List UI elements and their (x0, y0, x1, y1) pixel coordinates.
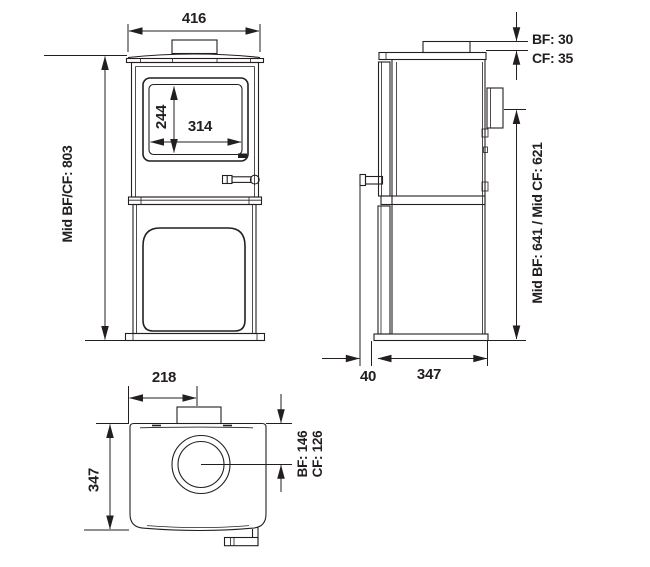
log-store-opening (142, 227, 246, 332)
front-height-label: Mid BF/CF: 803 (59, 145, 75, 242)
top-flue-circle (171, 434, 281, 495)
flue-centre-dimension: BF: 146 CF: 126 (266, 394, 325, 492)
side-door-handle (359, 173, 384, 187)
rear-fitting-marks (481, 128, 489, 192)
front-flue-collar (171, 39, 218, 55)
flue-height-dimension: BF: 30 CF: 35 (470, 12, 574, 80)
front-base-plinth (124, 332, 266, 342)
flue-offset-label: 218 (152, 369, 176, 386)
top-door-handle (223, 527, 259, 547)
glass-height-dimension: 244 (153, 86, 178, 153)
glass-width-dimension: 314 (150, 118, 242, 146)
front-width-dimension: 416 (127, 10, 261, 52)
side-base-plinth (373, 333, 489, 342)
side-top-plate (378, 51, 487, 61)
front-top-plate (125, 53, 265, 64)
side-flue-collar (422, 40, 471, 54)
glass-width-label: 314 (188, 118, 213, 135)
flue-offset-dimension: 218 (128, 369, 198, 424)
side-depth-label: 347 (417, 366, 441, 383)
flue-centre-cf-label: CF: 126 (310, 430, 325, 477)
door-latch-mark (238, 153, 247, 158)
rear-outlet-box (486, 87, 504, 129)
flue-cf-label: CF: 35 (532, 50, 574, 66)
side-lower-door (377, 205, 391, 335)
handle-projection-label: 40 (360, 368, 376, 385)
plan-depth-dimension: 347 (84, 423, 129, 531)
flue-bf-label: BF: 30 (532, 31, 574, 47)
depth-dimension: 40 347 (322, 186, 488, 385)
front-mid-plinth (127, 196, 263, 206)
top-body (129, 422, 267, 532)
glass-height-label: 244 (153, 104, 170, 129)
front-door-handle (221, 174, 260, 185)
front-door-window (142, 77, 249, 162)
side-body (373, 59, 489, 342)
front-width-label: 416 (182, 10, 206, 27)
top-view: 218 BF: 146 CF: 126 (84, 369, 325, 547)
front-view: 416 Mid BF/CF: 803 (44, 10, 266, 342)
outlet-height-label: Mid BF: 641 / Mid CF: 621 (529, 142, 545, 304)
outlet-height-dimension: Mid BF: 641 / Mid CF: 621 (488, 109, 545, 341)
plan-depth-label: 347 (86, 468, 103, 492)
front-height-dimension: Mid BF/CF: 803 (44, 55, 127, 341)
front-log-store (132, 203, 257, 335)
side-upper-door (377, 61, 391, 197)
flue-centre-bf-label: BF: 146 (295, 430, 310, 477)
top-flue-stub (176, 406, 222, 425)
side-mid-plinth (380, 195, 486, 206)
side-view: BF: 30 CF: 35 Mid BF: 641 / Mid CF: 621 … (322, 12, 574, 385)
